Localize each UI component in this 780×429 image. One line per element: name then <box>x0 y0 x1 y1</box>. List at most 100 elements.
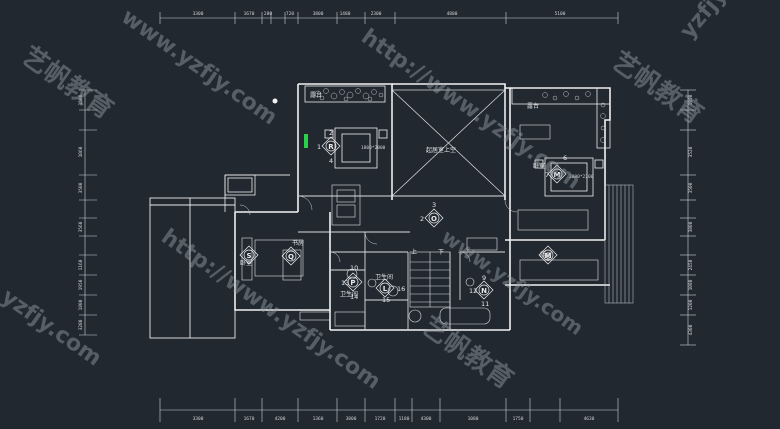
dim-right-5: 2450 <box>688 259 694 270</box>
tag-num-16: 16 <box>397 285 405 293</box>
roof-left <box>149 197 236 339</box>
tag-n: N <box>481 287 487 295</box>
dim-top-3: 280 <box>264 11 272 17</box>
dim-bottom-6: 1720 <box>375 416 386 422</box>
dim-top-2: 1670 <box>244 11 255 17</box>
top-dimension-text: 3300 1670 280 720 3800 1480 2300 4800 51… <box>193 11 566 17</box>
left-dimension-chain <box>79 89 97 336</box>
tag-num-11: 11 <box>481 300 489 308</box>
dim-left-7: 1800 <box>78 299 84 310</box>
label-kitchen: 厨房 <box>540 251 552 259</box>
dim-bottom-1: 3300 <box>193 416 204 422</box>
watermark-brand-3: 艺帆教育 <box>416 310 519 395</box>
dim-bottom-5: 3800 <box>346 416 357 422</box>
tag-p: P <box>350 279 355 287</box>
dim-left-5: 1160 <box>78 259 84 270</box>
tag-q: Q <box>288 253 294 261</box>
bed-second <box>534 157 604 197</box>
watermark-brand-2: 艺帆教育 <box>606 45 709 130</box>
label-toilet: 卫生间 <box>375 273 393 281</box>
label-study: 书房 <box>292 239 304 247</box>
watermark-url-2: http://www.yzfjy.com <box>357 24 585 194</box>
tag-o: O <box>431 215 437 223</box>
watermark-brand-1: 艺帆教育 <box>16 40 119 125</box>
dim-top-9: 5100 <box>555 11 566 17</box>
label-stair-down: 下 <box>438 249 444 256</box>
storage-left <box>224 174 256 196</box>
dim-bottom-2: 1670 <box>244 416 255 422</box>
exterior-walls <box>234 83 611 331</box>
wardrobe-accent <box>304 134 308 148</box>
label-stair-up: 上 <box>411 248 417 256</box>
staircase <box>409 251 451 308</box>
dim-right-6: 1080 <box>688 279 694 290</box>
tag-num-2-b: 2 <box>420 215 424 223</box>
dim-top-8: 4800 <box>447 11 458 17</box>
dim-left-6: 1950 <box>78 279 84 290</box>
dim-left-2: 1060 <box>78 146 84 157</box>
label-balcony-right: 露台 <box>527 102 539 110</box>
tag-num-3-b: 3 <box>432 201 436 209</box>
watermarks: www.yzfjy.com http://www.yzfjy.com http:… <box>0 0 769 395</box>
label-balcony-left: 露台 <box>310 91 322 99</box>
tag-num-10: 10 <box>350 264 358 272</box>
right-dimension-chain <box>680 89 696 346</box>
dim-bottom-11: 4630 <box>584 416 595 422</box>
void-marker <box>391 89 506 197</box>
left-dimension-text: 1500 1060 3500 3560 1160 1950 1800 3200 <box>78 94 84 330</box>
tag-l: L <box>383 285 388 293</box>
dim-right-7: 1200 <box>688 299 694 310</box>
top-dimension-chain <box>159 12 619 24</box>
label-living-void: 起居室上空 <box>426 146 456 154</box>
tag-num-2-a: 2 <box>329 129 333 137</box>
watermark-url-4: yzfjy.com <box>0 284 106 371</box>
dim-bottom-7: 1180 <box>399 416 410 422</box>
bottom-dimension-text: 3300 1670 4200 1360 3800 1720 1180 4300 … <box>193 416 595 422</box>
dim-top-5: 3800 <box>313 11 324 17</box>
tag-num-12: 12 <box>469 287 477 295</box>
balcony-top-right <box>511 87 611 149</box>
label-bathroom: 卫生间 <box>340 290 358 298</box>
elevation-tag-numbers: 2 1 4 3 2 7 8 9 10 11 12 13 14 15 16 6 <box>317 129 567 308</box>
dim-right-3: 3500 <box>688 182 694 193</box>
dim-bottom-4: 1360 <box>313 416 324 422</box>
dim-top-6: 1480 <box>340 11 351 17</box>
dim-right-4: 3800 <box>688 221 694 232</box>
tag-num-9: 9 <box>482 274 486 282</box>
dim-left-4: 3560 <box>78 221 84 232</box>
tag-m2: M <box>545 252 552 260</box>
dim-bottom-8: 4300 <box>421 416 432 422</box>
dim-bottom-3: 4200 <box>275 416 286 422</box>
dim-bottom-10: 1750 <box>513 416 524 422</box>
terrace-right <box>604 184 634 304</box>
elevation-tag-letters: R O M S Q P L N M <box>246 143 560 295</box>
bed-master <box>324 127 388 169</box>
watermark-url-5: yzfjy.com <box>675 0 769 44</box>
dim-right-1: 1850 <box>688 94 694 105</box>
dim-top-4: 720 <box>286 11 294 17</box>
tag-r: R <box>328 143 334 151</box>
label-bed-size-second: 2000*2200 <box>569 174 594 180</box>
bottom-dimension-chain <box>159 398 619 422</box>
tag-m: M <box>554 171 561 179</box>
tag-num-4-a: 4 <box>329 157 333 165</box>
label-bedroom-right: 卧室 <box>533 162 545 170</box>
tag-num-7: 7 <box>545 171 549 179</box>
balcony-top-left <box>304 85 386 103</box>
dim-left-3: 3500 <box>78 182 84 193</box>
dim-left-8: 3200 <box>78 319 84 330</box>
dim-top-1: 3300 <box>193 11 204 17</box>
tag-num-1-a: 1 <box>317 143 321 151</box>
watermark-url-1: www.yzfjy.com <box>117 4 282 130</box>
tag-num-14: 14 <box>350 293 358 301</box>
tag-num-6: 6 <box>563 154 567 162</box>
label-bedroom-left: 卧室 <box>240 259 252 267</box>
dim-left-1: 1500 <box>78 94 84 105</box>
watermark-url-3: http://www.yzfjy.com <box>157 224 385 394</box>
room-labels: 露台 露台 起居室上空 卧室 书房 卧室 卫生间 卫生间 厨房 下 上 1800… <box>240 91 594 298</box>
dim-right-2: 3520 <box>688 146 694 157</box>
dim-right-8: 4300 <box>688 324 694 335</box>
door-swings <box>239 195 518 263</box>
right-dimension-text: 1850 3520 3500 3800 2450 1080 1200 4300 <box>688 94 694 335</box>
